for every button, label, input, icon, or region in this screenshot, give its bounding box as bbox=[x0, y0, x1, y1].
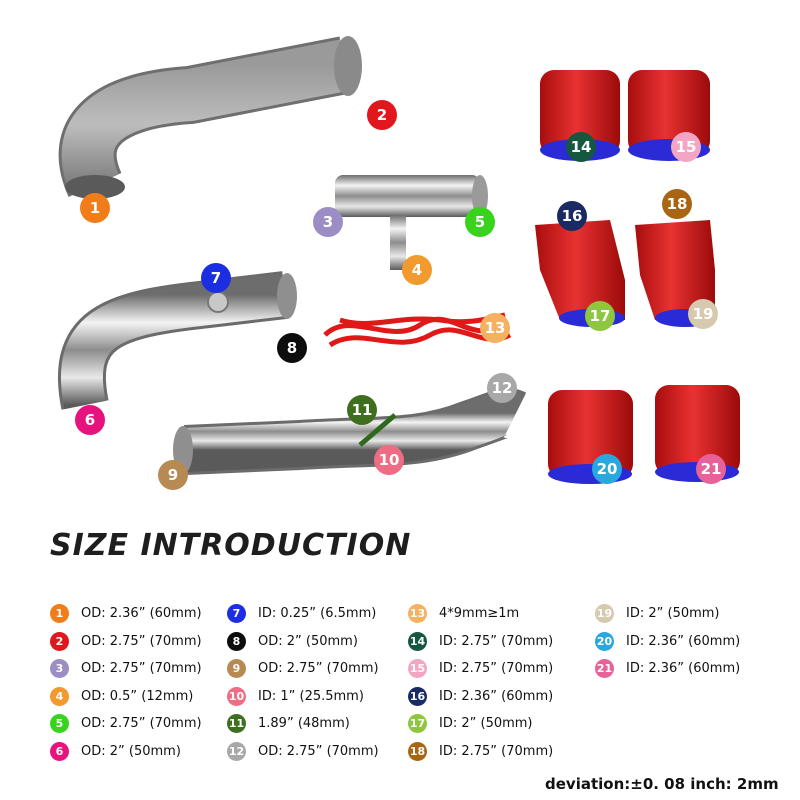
legend-text: OD: 2.36” (60mm) bbox=[81, 606, 202, 622]
legend-item: 10 ID: 1” (25.5mm) bbox=[227, 683, 379, 711]
legend-item: 1 OD: 2.36” (60mm) bbox=[50, 600, 202, 628]
part-badge: 19 bbox=[688, 299, 718, 329]
legend-item: 4 OD: 0.5” (12mm) bbox=[50, 683, 202, 711]
legend-text: ID: 2” (50mm) bbox=[626, 606, 720, 622]
legend-item: 6 OD: 2” (50mm) bbox=[50, 738, 202, 766]
part-badge: 4 bbox=[402, 255, 432, 285]
legend-item: 13 4*9mm≥1m bbox=[408, 600, 553, 628]
part-badge: 11 bbox=[347, 395, 377, 425]
part-badge: 7 bbox=[201, 263, 231, 293]
legend-text: ID: 0.25” (6.5mm) bbox=[258, 606, 377, 622]
part-badge: 3 bbox=[313, 207, 343, 237]
legend-text: ID: 2.36” (60mm) bbox=[626, 633, 741, 649]
part-badge: 14 bbox=[566, 132, 596, 162]
legend-dot: 20 bbox=[595, 631, 614, 651]
legend-dot: 19 bbox=[595, 604, 614, 624]
legend-text: OD: 2.75” (70mm) bbox=[81, 661, 202, 677]
legend-item: 5 OD: 2.75” (70mm) bbox=[50, 710, 202, 738]
part-badge: 21 bbox=[696, 454, 726, 484]
legend-dot: 13 bbox=[408, 604, 427, 624]
legend-dot: 10 bbox=[227, 686, 246, 706]
legend-text: OD: 2.75” (70mm) bbox=[258, 743, 379, 759]
legend-dot: 4 bbox=[50, 686, 69, 706]
part-badge: 16 bbox=[557, 201, 587, 231]
legend-dot: 1 bbox=[50, 604, 69, 624]
part-badge: 10 bbox=[374, 445, 404, 475]
legend-dot: 11 bbox=[227, 714, 246, 734]
legend-item: 9 OD: 2.75” (70mm) bbox=[227, 655, 379, 683]
legend-text: 1.89” (48mm) bbox=[258, 716, 350, 732]
legend-dot: 12 bbox=[227, 741, 246, 761]
legend-text: ID: 2” (50mm) bbox=[439, 716, 533, 732]
legend-text: 4*9mm≥1m bbox=[439, 606, 520, 622]
part-badge: 2 bbox=[367, 100, 397, 130]
section-title: SIZE INTRODUCTION bbox=[50, 528, 412, 563]
legend-text: ID: 2.75” (70mm) bbox=[439, 633, 554, 649]
part-badge: 20 bbox=[592, 454, 622, 484]
legend-dot: 8 bbox=[227, 631, 246, 651]
legend-item: 8 OD: 2” (50mm) bbox=[227, 628, 379, 656]
legend-item: 18 ID: 2.75” (70mm) bbox=[408, 738, 553, 766]
legend-dot: 21 bbox=[595, 659, 614, 679]
legend-text: OD: 2.75” (70mm) bbox=[258, 661, 379, 677]
legend-text: OD: 2” (50mm) bbox=[81, 743, 181, 759]
legend-dot: 6 bbox=[50, 741, 69, 761]
legend-text: OD: 2” (50mm) bbox=[258, 633, 358, 649]
silicone-coupler-14 bbox=[540, 70, 620, 161]
part-badge: 1 bbox=[80, 193, 110, 223]
legend-item: 7 ID: 0.25” (6.5mm) bbox=[227, 600, 379, 628]
legend-item: 12 OD: 2.75” (70mm) bbox=[227, 738, 379, 766]
part-badge: 18 bbox=[662, 189, 692, 219]
legend-item: 16 ID: 2.36” (60mm) bbox=[408, 683, 553, 711]
legend-dot: 2 bbox=[50, 631, 69, 651]
part-badge: 9 bbox=[158, 460, 188, 490]
legend-item: 11 1.89” (48mm) bbox=[227, 710, 379, 738]
legend-item: 20 ID: 2.36” (60mm) bbox=[595, 628, 740, 656]
legend-text: OD: 0.5” (12mm) bbox=[81, 688, 194, 704]
cast-intake-pipe bbox=[58, 36, 362, 199]
part-badge: 5 bbox=[465, 207, 495, 237]
deviation-note: deviation:±0. 08 inch: 2mm bbox=[545, 775, 779, 793]
part-badge: 17 bbox=[585, 301, 615, 331]
long-s-pipe bbox=[173, 388, 527, 475]
legend-item: 3 OD: 2.75” (70mm) bbox=[50, 655, 202, 683]
legend-item: 2 OD: 2.75” (70mm) bbox=[50, 628, 202, 656]
legend-item: 15 ID: 2.75” (70mm) bbox=[408, 655, 553, 683]
product-illustration bbox=[57, 36, 740, 484]
chrome-bend-pipe bbox=[57, 271, 297, 410]
legend-dot: 9 bbox=[227, 659, 246, 679]
legend-dot: 16 bbox=[408, 686, 427, 706]
legend-text: ID: 2.75” (70mm) bbox=[439, 743, 554, 759]
legend-dot: 15 bbox=[408, 659, 427, 679]
part-badge: 12 bbox=[487, 373, 517, 403]
legend-text: ID: 1” (25.5mm) bbox=[258, 688, 364, 704]
legend-item: 19 ID: 2” (50mm) bbox=[595, 600, 740, 628]
legend-item: 21 ID: 2.36” (60mm) bbox=[595, 655, 740, 683]
legend-dot: 7 bbox=[227, 604, 246, 624]
legend-dot: 17 bbox=[408, 714, 427, 734]
legend-item: 17 ID: 2” (50mm) bbox=[408, 710, 553, 738]
part-badge: 6 bbox=[75, 405, 105, 435]
part-badge: 8 bbox=[277, 333, 307, 363]
legend-text: ID: 2.75” (70mm) bbox=[439, 661, 554, 677]
legend-text: ID: 2.36” (60mm) bbox=[626, 661, 741, 677]
t-pipe bbox=[335, 175, 488, 270]
legend-text: OD: 2.75” (70mm) bbox=[81, 716, 202, 732]
part-badge: 15 bbox=[671, 132, 701, 162]
legend-item: 14 ID: 2.75” (70mm) bbox=[408, 628, 553, 656]
legend-dot: 3 bbox=[50, 659, 69, 679]
legend-text: ID: 2.36” (60mm) bbox=[439, 688, 554, 704]
legend-dot: 5 bbox=[50, 714, 69, 734]
legend-dot: 18 bbox=[408, 741, 427, 761]
legend-dot: 14 bbox=[408, 631, 427, 651]
legend-text: OD: 2.75” (70mm) bbox=[81, 633, 202, 649]
part-badge: 13 bbox=[480, 313, 510, 343]
